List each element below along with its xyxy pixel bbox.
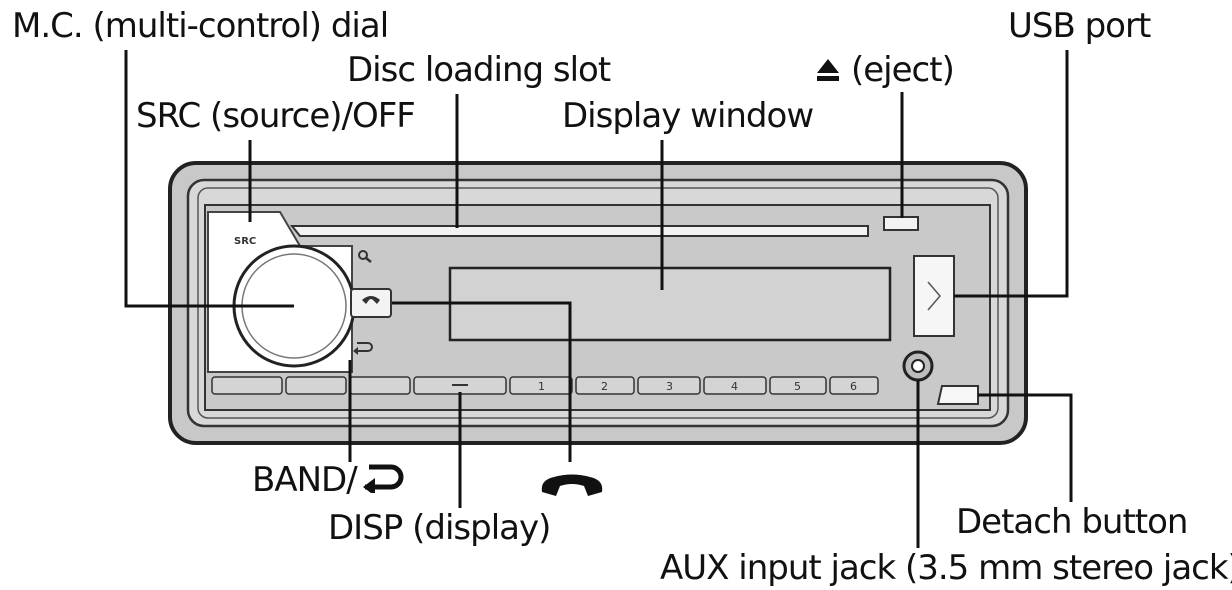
label-band: BAND/ — [252, 460, 405, 502]
preset-button-2 — [575, 376, 635, 395]
preset-button-5 — [769, 376, 827, 395]
leader-mc-dial — [124, 50, 294, 308]
label-disp: DISP (display) — [328, 508, 551, 548]
label-eject: (eject) — [815, 50, 955, 92]
label-display-window: Display window — [562, 96, 814, 136]
phone-button — [350, 288, 392, 318]
label-detach: Detach button — [956, 502, 1188, 542]
label-src: SRC (source)/OFF — [136, 96, 416, 136]
usb-port — [913, 255, 955, 337]
inner-bezel-2 — [197, 187, 999, 419]
return-arrow-icon — [361, 462, 405, 502]
label-band-text: BAND/ — [252, 460, 358, 500]
label-eject-text: (eject) — [851, 50, 955, 90]
preset-label-5: 5 — [794, 380, 801, 393]
label-mc-dial: M.C. (multi-control) dial — [12, 6, 389, 46]
search-icon — [358, 250, 372, 263]
row-button — [285, 376, 347, 395]
leader-phone — [392, 301, 572, 462]
phone-button-icon — [362, 296, 380, 304]
label-aux: AUX input jack (3.5 mm stereo jack) — [660, 548, 1232, 588]
row-button — [349, 376, 411, 395]
preset-button-1 — [509, 376, 573, 395]
preset-label-2: 2 — [601, 380, 608, 393]
back-arrow-small — [355, 342, 373, 352]
preset-button-3 — [637, 376, 701, 395]
preset-button-4 — [703, 376, 767, 395]
phone-handset-icon — [536, 470, 608, 504]
preset-label-6: 6 — [850, 380, 857, 393]
src-text: SRC — [234, 236, 256, 247]
label-disc-slot: Disc loading slot — [347, 50, 611, 90]
row-button — [211, 376, 283, 395]
eject-button — [883, 216, 919, 231]
disc-loading-slot — [289, 225, 869, 237]
usb-arrow — [927, 281, 941, 311]
button-row: 1 2 3 4 5 6 — [211, 376, 879, 395]
preset-label-1: 1 — [538, 380, 545, 393]
label-usb-port: USB port — [1008, 6, 1151, 46]
eject-icon — [815, 52, 841, 92]
leader-detach — [978, 393, 1073, 502]
leader-usb — [954, 50, 1069, 298]
preset-button-6 — [829, 376, 879, 395]
preset-label-4: 4 — [731, 380, 738, 393]
preset-label-3: 3 — [666, 380, 673, 393]
detach-button — [936, 385, 979, 405]
